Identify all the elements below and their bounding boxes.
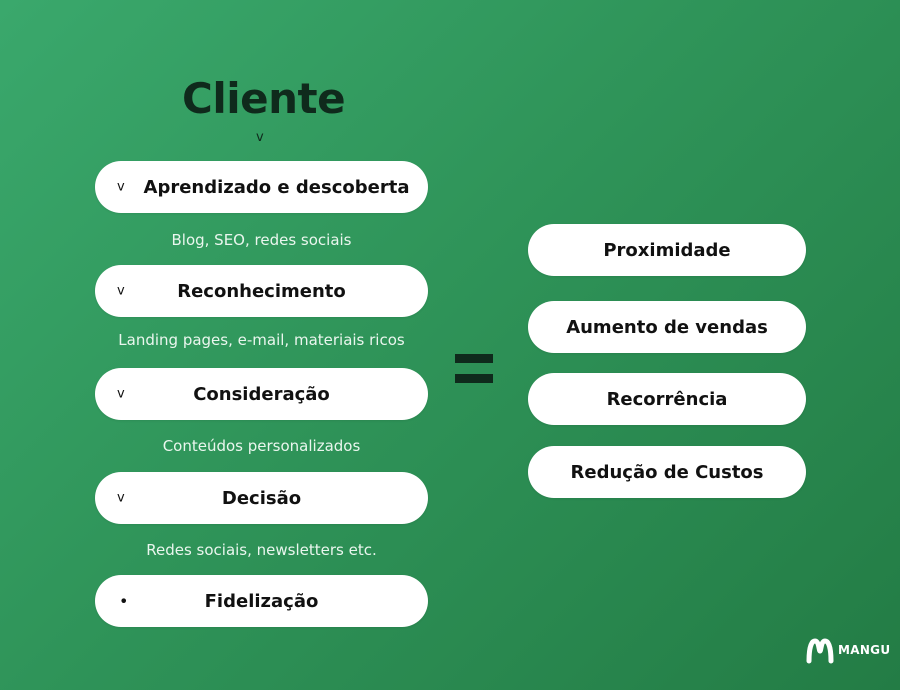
benefit-pill-recorrencia: Recorrência <box>528 373 806 425</box>
benefit-pill-proximidade: Proximidade <box>528 224 806 276</box>
mangu-logo-icon <box>806 638 834 664</box>
stage-channel-text: Redes sociais, newsletters etc. <box>146 541 377 559</box>
chevron-down-icon: v <box>117 490 125 506</box>
benefit-label: Proximidade <box>603 239 731 261</box>
stage-channel-text: Landing pages, e-mail, materiais ricos <box>118 331 405 349</box>
benefit-label: Recorrência <box>606 388 728 410</box>
stage-label: Reconhecimento <box>177 280 346 302</box>
bullet-icon: • <box>119 591 129 611</box>
chevron-down-icon: v <box>256 130 264 145</box>
diagram-title: Cliente <box>182 74 346 123</box>
stage-pill-aprendizado: v Aprendizado e descoberta <box>95 161 428 213</box>
chevron-down-icon: v <box>117 179 125 195</box>
stage-label: Consideração <box>193 383 330 405</box>
benefit-pill-custos: Redução de Custos <box>528 446 806 498</box>
benefit-label: Aumento de vendas <box>566 316 768 338</box>
benefit-label: Redução de Custos <box>570 461 764 483</box>
stage-channel-text: Conteúdos personalizados <box>162 437 361 455</box>
mangu-logo: MANGU <box>806 634 890 666</box>
chevron-down-icon: v <box>117 283 125 299</box>
stage-pill-reconhecimento: v Reconhecimento <box>95 265 428 317</box>
equals-icon <box>455 354 493 384</box>
chevron-down-icon: v <box>117 386 125 402</box>
stage-pill-consideracao: v Consideração <box>95 368 428 420</box>
stage-label: Fidelização <box>204 590 319 612</box>
benefit-pill-vendas: Aumento de vendas <box>528 301 806 353</box>
stage-pill-fidelizacao: • Fidelização <box>95 575 428 627</box>
stage-pill-decisao: v Decisão <box>95 472 428 524</box>
stage-channel-text: Blog, SEO, redes sociais <box>171 231 352 249</box>
logo-text: MANGU <box>838 643 891 657</box>
stage-label: Aprendizado e descoberta <box>143 176 410 198</box>
stage-label: Decisão <box>221 487 302 509</box>
